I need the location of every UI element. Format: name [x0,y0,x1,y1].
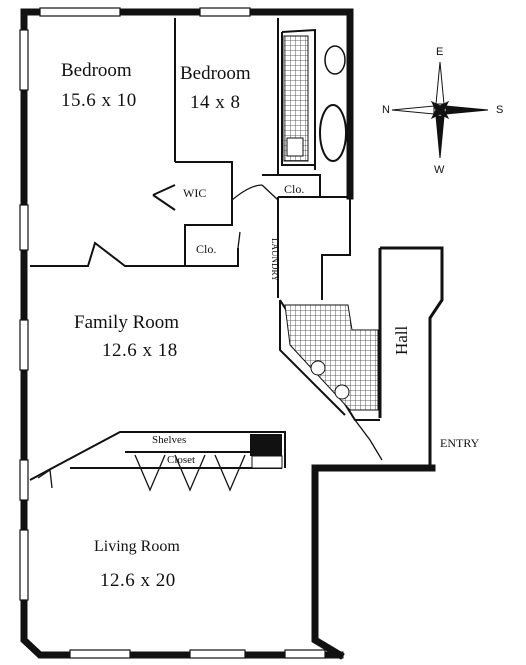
closet-label: Closet [167,454,196,466]
compass-s: S [496,104,504,116]
doors [37,184,383,492]
bedroom2-dims: 14 x 8 [190,92,241,113]
bedroom1-dims: 15.6 x 10 [61,90,137,111]
laundry-label: Laundry [270,238,280,282]
interior-walls [29,18,444,481]
family-room-dims: 12.6 x 18 [102,340,178,361]
compass-n: N [382,104,390,116]
entry-label: Entry [440,436,480,450]
windows [19,7,326,659]
sink-icon [324,45,346,75]
compass-icon [391,61,489,159]
kitchen-tile [284,304,379,411]
closet-upper-label: Clo. [284,182,305,196]
bedroom2-name: Bedroom [180,63,251,84]
hall-label: Hall [392,325,411,355]
living-room-name: Living Room [94,538,180,555]
living-room-dims: 12.6 x 20 [100,570,176,591]
compass-e: E [436,46,444,58]
tub-icon [319,104,347,162]
family-room-name: Family Room [74,312,180,333]
closet-lower-label: Clo. [196,242,217,256]
shelves-label: Shelves [152,434,187,446]
wic-label: WIC [183,186,207,200]
appliance [250,434,282,456]
bedroom1-name: Bedroom [61,60,132,81]
compass-w: W [434,164,445,176]
